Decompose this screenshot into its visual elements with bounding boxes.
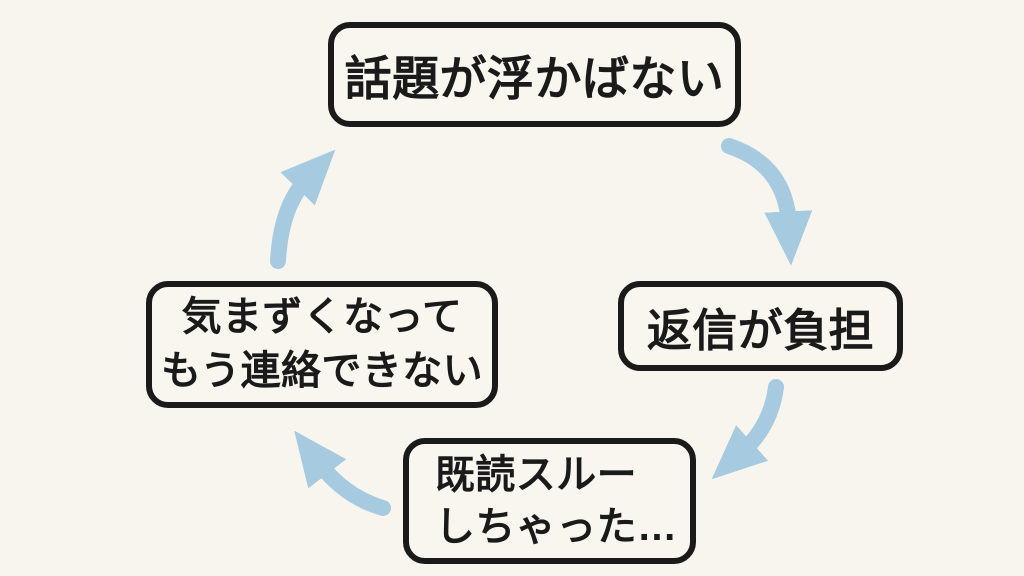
node-reply-burden-label: 返信が負担 bbox=[646, 304, 875, 356]
arrow-left-to-top bbox=[270, 149, 336, 269]
node-no-topic-label: 話題が浮かばない bbox=[344, 52, 725, 105]
node-awkward-cant-contact: 気まずくなって もう連絡できない bbox=[146, 281, 498, 408]
node-left-on-read: 既読スルー しちゃった… bbox=[403, 438, 696, 564]
node-left-on-read-line2: しちゃった… bbox=[435, 505, 678, 549]
arrow-bottom-to-left bbox=[294, 430, 391, 516]
arrow-right-to-bottom bbox=[711, 379, 784, 480]
node-left-on-read-line1: 既読スルー bbox=[435, 453, 637, 497]
node-awkward-line1: 気まずくなって bbox=[181, 295, 463, 340]
node-awkward-line2: もう連絡できない bbox=[161, 348, 483, 393]
node-reply-burden: 返信が負担 bbox=[618, 281, 903, 371]
node-no-topic: 話題が浮かばない bbox=[328, 22, 741, 127]
arrow-top-to-right bbox=[721, 138, 813, 266]
